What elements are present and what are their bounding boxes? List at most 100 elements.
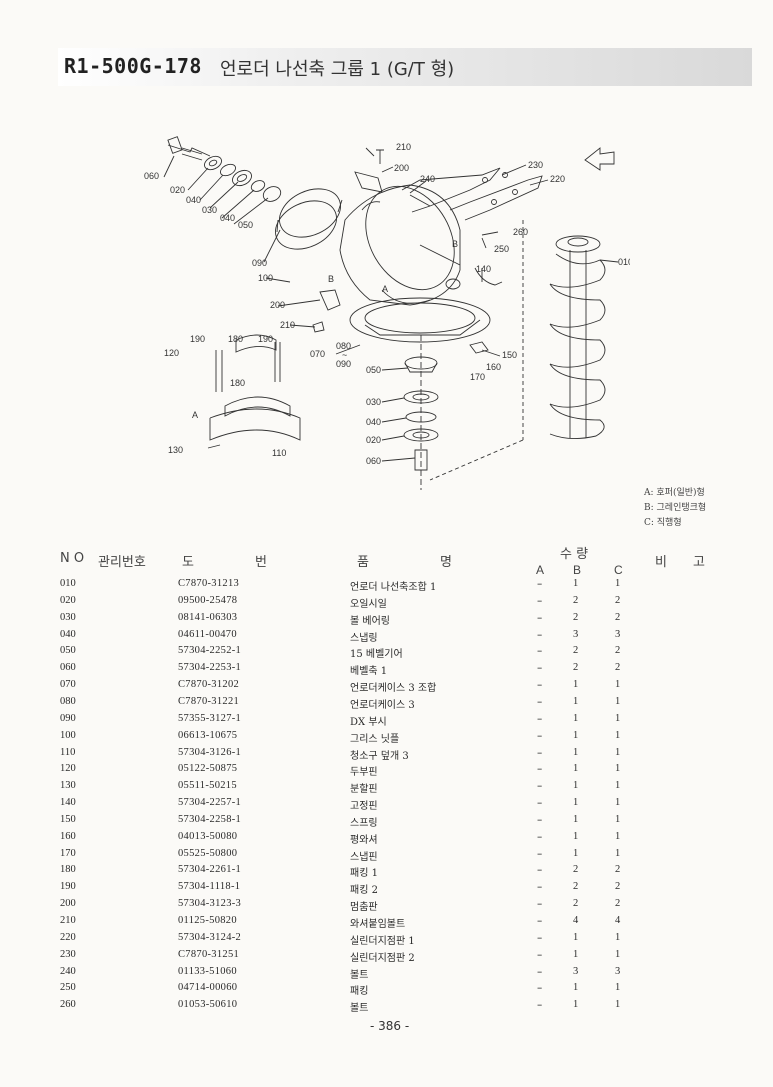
qty-a-cell: – [537,948,543,961]
page-number: - 386 - [370,1019,410,1033]
part-no-cell: 130 [60,780,76,792]
part-no-cell: 080 [60,695,76,707]
qty-a-cell: – [537,813,543,826]
qty-c-cell: 1 [615,931,621,943]
col-mgmt-no: 관리번호 [98,555,146,570]
part-no-cell: 240 [60,965,76,977]
qty-b-cell: 2 [573,645,579,657]
part-name-cell: 멈춤판 [350,902,378,914]
part-no-cell: 060 [60,662,76,674]
auger-screw-drawing [549,235,606,439]
part-no-cell: 110 [60,746,76,758]
callout-190: 190 [258,334,273,344]
part-no-cell: 260 [60,999,76,1011]
qty-a-cell: – [537,662,543,675]
qty-b-cell: 1 [573,931,579,943]
part-no-cell: 230 [60,948,76,960]
qty-c-cell: 1 [615,679,621,691]
callout-050: 050 [238,220,253,230]
qty-a-cell: – [537,915,543,927]
qty-b-cell: 1 [573,797,579,809]
drawing-no-cell: 57304-2252-1 [178,645,242,657]
drawing-no-cell: 04013-50080 [178,830,238,842]
part-no-cell: 160 [60,830,76,842]
qty-a-cell: – [537,780,543,793]
col-qty: 수 량 [560,547,589,562]
direction-arrow [584,147,615,171]
unloader-case-drawing [339,184,491,343]
qty-c-cell: 2 [615,645,621,657]
part-no-cell: 180 [60,864,76,876]
part-no-cell: 170 [60,847,76,859]
callout-150: 150 [502,350,517,360]
callout-a: A [382,284,388,294]
part-name-cell: 언로더 나선축조합 1 [350,582,437,593]
header-band [58,48,752,86]
col-drawing-2: 번 [255,555,267,570]
callout-040: 040 [366,417,381,427]
qty-b-cell: 1 [573,813,579,825]
part-name-cell: 와셔붙임볼트 [350,919,406,930]
bevel-shaft-drawing [167,136,211,161]
part-no-cell: 250 [60,982,76,994]
callout-020: 020 [366,435,381,445]
qty-a-cell: – [537,611,543,624]
callout-070: 070 [310,349,325,359]
legend-item: B: 그레인탱크형 [644,503,707,513]
callout-140: 140 [476,264,491,274]
callout-090: 090 [336,359,351,369]
col-remark-1: 비 [655,555,667,570]
qty-a-cell: – [537,746,543,759]
drawing-no-cell: 01125-50820 [178,915,237,926]
callout-220: 220 [550,174,565,184]
part-name-cell: 패킹 [350,986,369,998]
part-no-cell: 220 [60,931,76,943]
qty-c-cell: 1 [615,797,621,809]
callout-180: 180 [228,334,243,344]
qty-b-cell: 1 [573,763,579,775]
drawing-no-cell: 01053-50610 [178,999,238,1011]
qty-c-cell: 2 [615,662,621,674]
callout-030: 030 [366,397,381,407]
col-qty-b: B [573,563,582,577]
part-no-cell: 040 [60,628,76,640]
part-name-cell: 스냅링 [350,632,378,644]
part-no-cell: 150 [60,813,76,825]
part-name-cell: 오일시일 [350,598,387,610]
callout-b: B [328,274,334,284]
qty-c-cell: 1 [615,746,621,758]
qty-b-cell: 2 [573,881,579,893]
qty-c-cell: 2 [615,881,621,893]
qty-a-cell: – [537,763,543,776]
qty-b-cell: 3 [573,628,579,640]
qty-b-cell: 3 [573,965,579,977]
qty-c-cell: 1 [615,695,621,707]
qty-c-cell: 1 [615,578,621,589]
qty-a-cell: – [537,797,543,810]
qty-c-cell: 2 [615,864,621,876]
part-no-cell: 210 [60,915,76,926]
col-no: N O [60,551,85,566]
drawing-no-cell: 57304-2258-1 [178,813,242,825]
part-name-cell: 볼 베어링 [350,615,390,627]
drawing-no-cell: 57304-3123-3 [178,898,242,910]
legend-item: C: 직행형 [644,518,682,528]
qty-a-cell: – [537,982,543,995]
part-name-cell: 볼트 [350,1003,369,1015]
callout-170: 170 [470,372,485,382]
drawing-no-cell: 57355-3127-1 [178,712,242,724]
qty-c-cell: 2 [615,594,621,606]
qty-c-cell: 1 [615,999,621,1011]
part-name-cell: 베벨축 1 [350,666,388,678]
